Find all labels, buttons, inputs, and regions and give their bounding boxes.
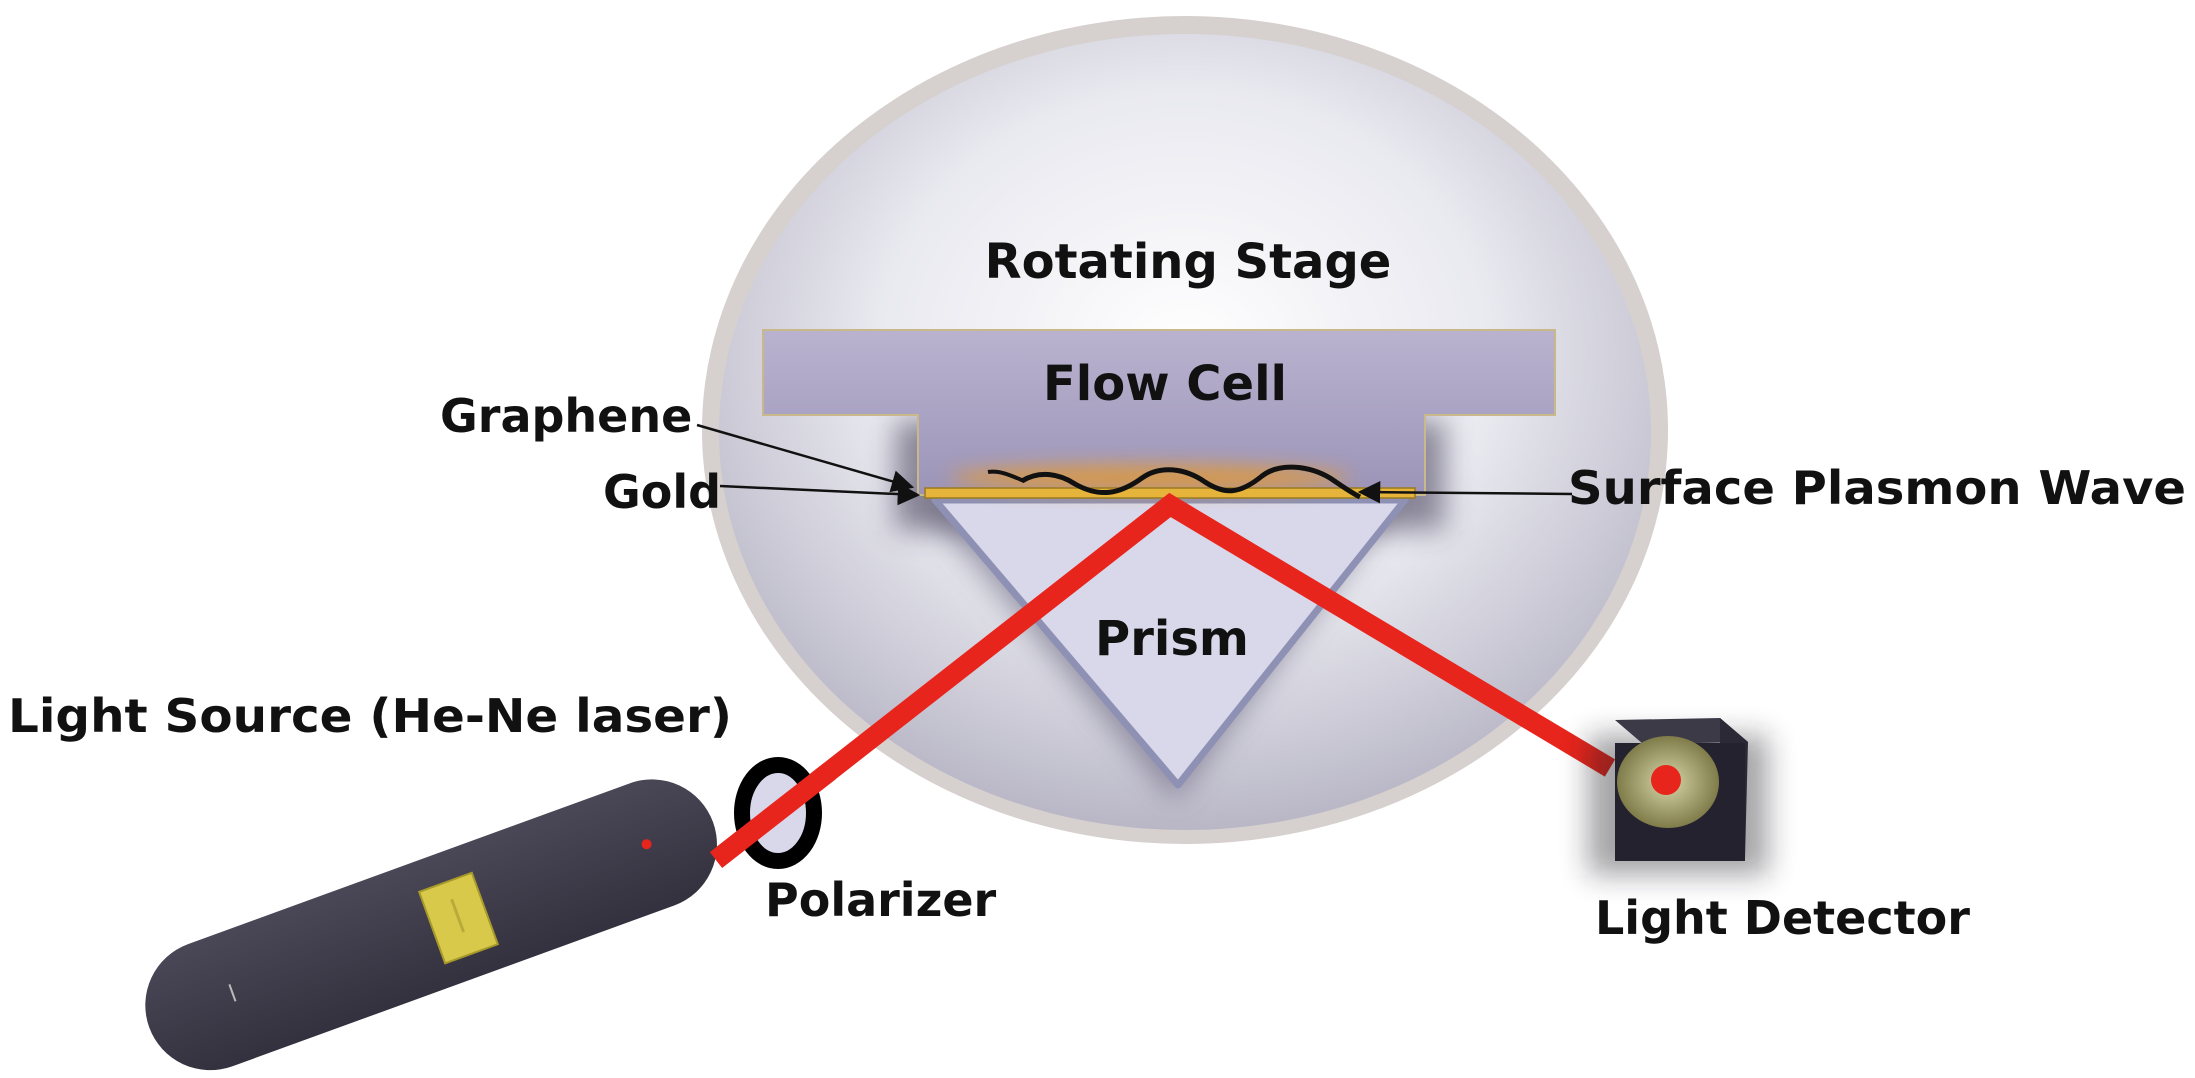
flow-cell xyxy=(762,329,1556,496)
laser-source xyxy=(145,779,717,1071)
label-graphene: Graphene xyxy=(440,389,692,443)
label-arrows xyxy=(696,423,1573,506)
label-surface-plasmon-wave: Surface Plasmon Wave xyxy=(1568,461,2186,515)
label-prism: Prism xyxy=(1095,611,1249,667)
light-detector xyxy=(1588,718,1768,875)
label-gold: Gold xyxy=(603,465,721,519)
label-light-source: Light Source (He-Ne laser) xyxy=(8,689,732,743)
label-rotating-stage: Rotating Stage xyxy=(985,234,1392,290)
surface-plasmon-wave xyxy=(1020,464,1362,500)
label-flow-cell: Flow Cell xyxy=(1043,356,1287,412)
surface-plasmon-wave-arrow xyxy=(1357,480,1573,504)
gold-arrow xyxy=(719,482,921,506)
label-polarizer: Polarizer xyxy=(765,873,997,927)
laser-beam xyxy=(709,492,1616,868)
label-light-detector: Light Detector xyxy=(1595,891,1970,945)
graphene-arrow xyxy=(696,423,915,493)
